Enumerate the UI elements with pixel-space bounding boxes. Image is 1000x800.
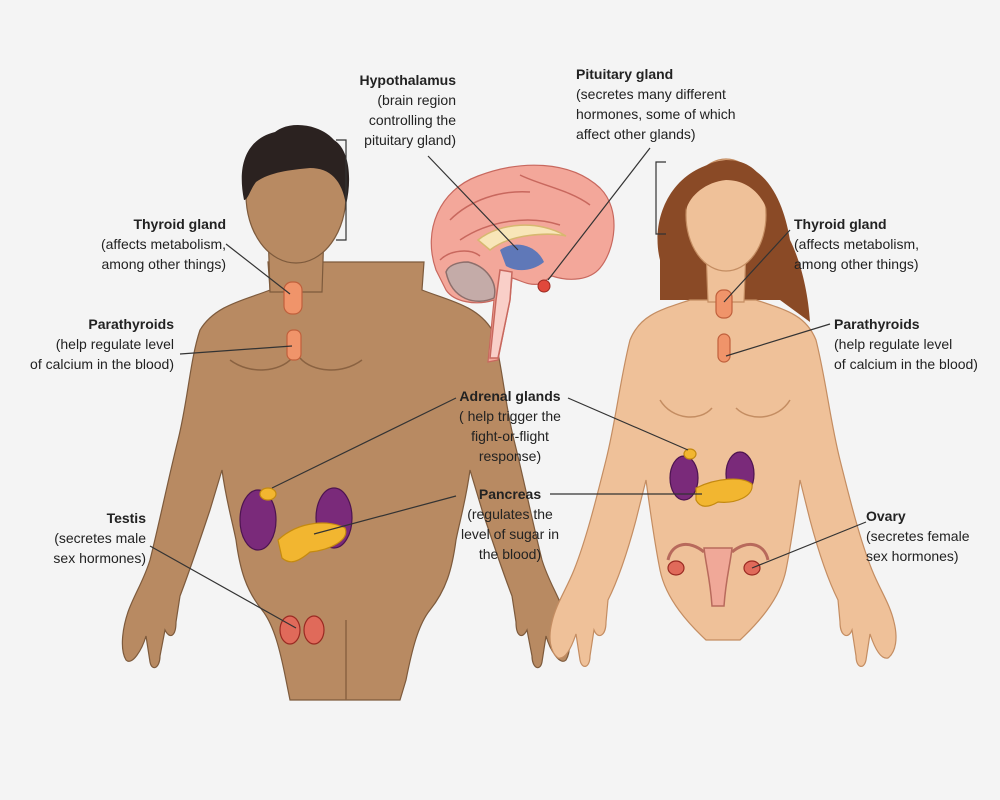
male-hair xyxy=(241,125,350,205)
label-adrenal-desc-1: ( help trigger the xyxy=(459,408,561,424)
label-thyroid-right-desc-2: among other things) xyxy=(794,256,919,272)
female-thyroid xyxy=(715,289,733,319)
label-testis-title: Testis xyxy=(106,510,146,526)
label-adrenal-desc-3: response) xyxy=(478,448,542,464)
female-parathyroid xyxy=(717,333,731,363)
male-body xyxy=(121,261,571,701)
male-parathyroid xyxy=(286,329,302,361)
male-pancreas xyxy=(277,522,347,563)
female-fallopian xyxy=(666,543,770,561)
label-hypothalamus-title: Hypothalamus xyxy=(359,72,456,88)
female-figure xyxy=(549,158,897,667)
label-hypothalamus-desc-2: controlling the xyxy=(368,112,456,128)
label-thyroid-right-title: Thyroid gland xyxy=(794,216,887,232)
label-parathyroid-left: Parathyroids (help regulate level of cal… xyxy=(6,314,174,374)
brain-cerebellum xyxy=(445,261,496,302)
leader-testis xyxy=(149,545,297,629)
label-parathyroid-left-desc-1: (help regulate level xyxy=(55,336,174,352)
leader-pancreas-left xyxy=(313,495,457,535)
brain-stem xyxy=(489,269,513,359)
label-hypothalamus: Hypothalamus (brain region controlling t… xyxy=(290,70,456,150)
hypothalamus-region xyxy=(500,244,544,271)
label-pancreas-desc-1: (regulates the xyxy=(467,506,553,522)
leader-parathyroid-left xyxy=(179,345,293,355)
male-adrenal xyxy=(259,487,277,501)
label-pancreas-desc-3: the blood) xyxy=(478,546,542,562)
label-thyroid-left-desc-1: (affects metabolism, xyxy=(100,236,226,252)
label-pituitary-desc-1: (secretes many different xyxy=(576,86,726,102)
label-thyroid-left-title: Thyroid gland xyxy=(133,216,226,232)
female-adrenal xyxy=(683,448,697,460)
leader-pituitary xyxy=(547,147,651,281)
leader-adrenal-right xyxy=(567,397,689,451)
label-pituitary-desc-2: hormones, some of which xyxy=(576,106,736,122)
female-hair-front xyxy=(685,160,769,212)
female-breast-line xyxy=(659,399,791,418)
male-testis-right xyxy=(303,615,325,645)
leader-thyroid-right xyxy=(723,229,791,303)
label-testis-desc-2: sex hormones) xyxy=(53,550,146,566)
label-adrenal-title: Adrenal glands xyxy=(459,388,561,404)
male-testis-left xyxy=(279,615,301,645)
label-parathyroid-right-title: Parathyroids xyxy=(834,316,920,332)
label-testis-desc-1: (secretes male xyxy=(54,530,146,546)
label-pancreas-desc-2: level of sugar in xyxy=(460,526,560,542)
label-hypothalamus-desc-1: (brain region xyxy=(377,92,456,108)
bracket-female-head xyxy=(655,161,666,235)
label-thyroid-left-desc-2: among other things) xyxy=(101,256,226,272)
label-adrenal: Adrenal glands ( help trigger the fight-… xyxy=(440,386,580,466)
label-ovary-desc-1: (secretes female xyxy=(866,528,970,544)
label-adrenal-desc-2: fight-or-flight xyxy=(471,428,549,444)
female-uterus xyxy=(703,547,733,607)
female-pancreas xyxy=(695,478,753,507)
male-chest-line xyxy=(229,357,363,371)
bracket-male-head xyxy=(336,139,347,241)
female-ovary-left xyxy=(667,560,685,576)
label-parathyroid-left-title: Parathyroids xyxy=(88,316,174,332)
label-ovary-title: Ovary xyxy=(866,508,906,524)
label-thyroid-left: Thyroid gland (affects metabolism, among… xyxy=(60,214,226,274)
leader-adrenal-left xyxy=(271,397,457,489)
leader-thyroid-left xyxy=(225,243,291,295)
label-testis: Testis (secretes male sex hormones) xyxy=(30,508,146,568)
label-parathyroid-right-desc-1: (help regulate level xyxy=(834,336,953,352)
label-hypothalamus-desc-3: pituitary gland) xyxy=(364,132,456,148)
label-pituitary-desc-3: affect other glands) xyxy=(576,126,696,142)
leader-ovary xyxy=(751,521,867,569)
label-pancreas: Pancreas (regulates the level of sugar i… xyxy=(448,484,572,564)
label-thyroid-right-desc-1: (affects metabolism, xyxy=(794,236,920,252)
label-pancreas-title: Pancreas xyxy=(478,486,542,502)
label-parathyroid-right-desc-2: of calcium in the blood) xyxy=(834,356,978,372)
leader-lines xyxy=(149,147,867,629)
female-head xyxy=(685,158,767,272)
label-pituitary: Pituitary gland (secretes many different… xyxy=(576,64,776,144)
label-parathyroid-left-desc-2: of calcium in the blood) xyxy=(30,356,174,372)
label-ovary-desc-2: sex hormones) xyxy=(866,548,959,564)
label-ovary: Ovary (secretes female sex hormones) xyxy=(866,506,990,566)
pituitary-gland-mark xyxy=(537,279,551,293)
label-pituitary-title: Pituitary gland xyxy=(576,66,674,82)
label-parathyroid-right: Parathyroids (help regulate level of cal… xyxy=(834,314,998,374)
brain-gyri xyxy=(439,174,591,261)
male-figure xyxy=(121,125,571,701)
label-thyroid-right: Thyroid gland (affects metabolism, among… xyxy=(794,214,984,274)
leader-parathyroid-right xyxy=(725,323,831,357)
male-thyroid xyxy=(283,281,303,315)
male-kidney-left xyxy=(239,489,277,551)
leader-hypothalamus xyxy=(427,155,519,251)
